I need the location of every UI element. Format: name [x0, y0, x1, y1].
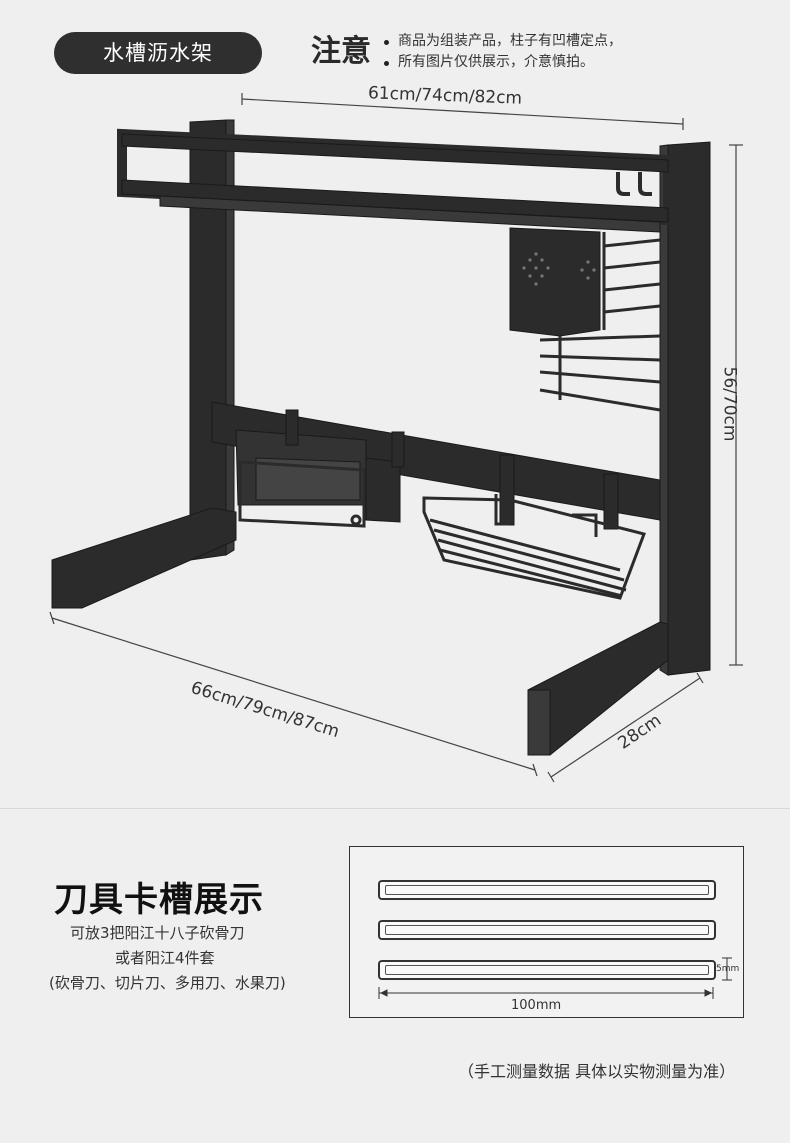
- notice-bullet-icon: [384, 61, 389, 66]
- notice-label: 注意: [311, 34, 371, 69]
- knife-slot: [378, 960, 716, 980]
- notice-line-2: 所有图片仅供展示，介意慎拍。: [398, 54, 594, 70]
- slot-width-label: 100mm: [511, 998, 562, 1013]
- height-label: 56/70cm: [719, 366, 740, 442]
- dish-rack-illustration: [49, 93, 743, 783]
- knife-desc-line-1: 可放3把阳江十八子砍骨刀: [70, 924, 245, 942]
- section-divider: [0, 808, 790, 809]
- cutting-board-holder: [238, 460, 366, 528]
- measurement-footnote: （手工测量数据 具体以实物测量为准）: [458, 1062, 736, 1081]
- notice-bullet-icon: [384, 40, 389, 45]
- product-title-badge: 水槽沥水架: [54, 32, 262, 74]
- knife-section-title: 刀具卡槽展示: [54, 880, 264, 920]
- wire-basket: [422, 494, 646, 600]
- slot-height-label: 5mm: [716, 964, 740, 974]
- notice-line-1: 商品为组装产品，柱子有凹槽定点，: [398, 33, 622, 49]
- knife-desc-line-2: 或者阳江4件套: [115, 949, 215, 967]
- rack-frame: [51, 119, 711, 756]
- slot-dimension-lines: [378, 957, 732, 999]
- dimension-lines: [49, 93, 743, 783]
- knife-slot: [378, 920, 716, 940]
- plate-rack: [539, 232, 661, 412]
- knife-desc-line-3: (砍骨刀、切片刀、多用刀、水果刀): [49, 974, 286, 992]
- hook-bar: [616, 172, 652, 196]
- holder-pattern: [522, 252, 596, 286]
- utensil-holder: [509, 227, 601, 337]
- knife-slot: [378, 880, 716, 900]
